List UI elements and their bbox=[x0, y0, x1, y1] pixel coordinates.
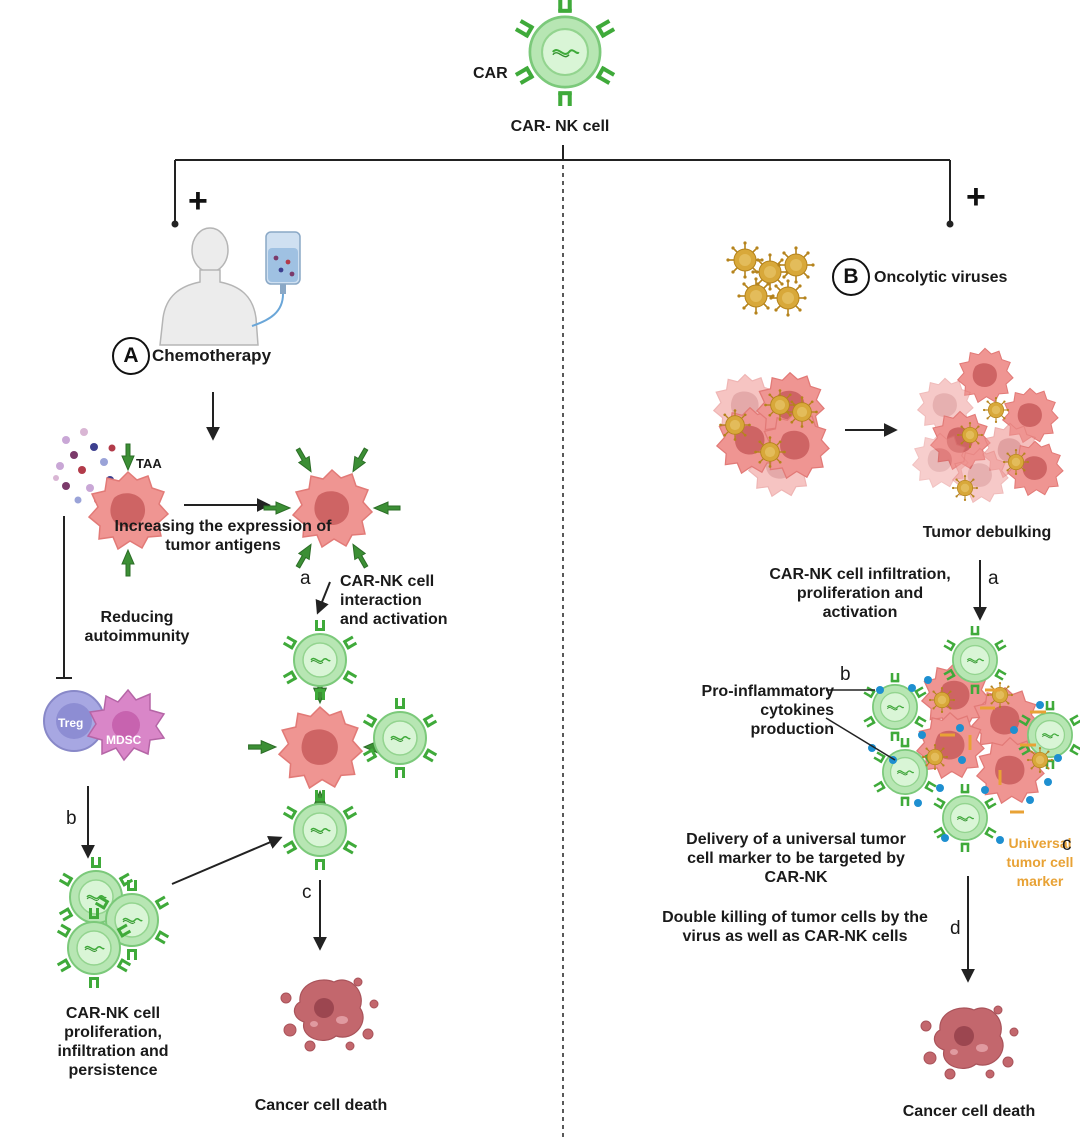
top-connector bbox=[174, 145, 951, 222]
label-a-circle: A bbox=[112, 337, 150, 375]
car-nk-tumor-interaction-icon bbox=[248, 619, 439, 871]
infiltration-label: CAR-NK cell infiltration, proliferation … bbox=[769, 566, 951, 621]
right-plus-sign: + bbox=[966, 178, 986, 216]
right-step-d: d bbox=[950, 918, 961, 939]
taa-label: TAA bbox=[136, 456, 162, 471]
left-cancer-death-label: Cancer cell death bbox=[254, 1097, 388, 1114]
right-step-b: b bbox=[840, 664, 851, 685]
tumor-car-nk-virus-cluster-icon bbox=[862, 625, 1080, 853]
left-branch-dot bbox=[171, 220, 179, 228]
right-branch-dot bbox=[946, 220, 954, 228]
right-cancer-death-label: Cancer cell death bbox=[902, 1103, 1036, 1120]
left-step-c: c bbox=[302, 882, 312, 903]
cytokines-label: Pro-inflammatory cytokines production bbox=[701, 683, 834, 738]
treg-label: Treg bbox=[58, 716, 84, 730]
chemotherapy-title: Chemotherapy bbox=[152, 346, 272, 365]
oncolytic-virus-icon bbox=[725, 240, 816, 318]
right-step-c: c bbox=[1062, 834, 1072, 855]
dead-cell-icon bbox=[280, 977, 379, 1052]
left-step-a: a bbox=[300, 568, 311, 589]
left-plus-sign: + bbox=[188, 182, 208, 220]
delivery-label: Delivery of a universal tumor cell marke… bbox=[686, 831, 906, 886]
double-killing-label: Double killing of tumor cells by the vir… bbox=[662, 909, 928, 945]
reducing-autoimmunity-label: Reducing autoimmunity bbox=[84, 609, 190, 645]
cytokines-pointer bbox=[825, 689, 896, 761]
interaction-activation-label: CAR-NK cell interaction and activation bbox=[340, 573, 448, 628]
car-nk-cluster-icon bbox=[55, 856, 171, 989]
left-step-b: b bbox=[66, 808, 77, 829]
car-nk-cell-icon bbox=[513, 0, 617, 108]
mdsc-icon bbox=[86, 688, 166, 762]
arrow-left-a bbox=[315, 581, 331, 615]
inhibition-line bbox=[56, 516, 72, 679]
arrow-cluster-to-tumor bbox=[171, 835, 283, 885]
dead-cell-right-icon bbox=[920, 1005, 1019, 1080]
taa-particles bbox=[53, 428, 124, 504]
label-b-circle: B bbox=[832, 258, 870, 296]
universal-marker-label: Universal tumor cell marker bbox=[1006, 835, 1074, 889]
increasing-expression-label: Increasing the expression of tumor antig… bbox=[114, 518, 332, 554]
oncolytic-viruses-title: Oncolytic viruses bbox=[874, 269, 1008, 286]
mdsc-label: MDSC bbox=[106, 733, 142, 747]
debulked-tumor-icon bbox=[912, 347, 1064, 503]
car-label: CAR bbox=[473, 65, 508, 82]
patient-icon bbox=[159, 227, 259, 346]
right-step-a: a bbox=[988, 568, 999, 589]
car-nk-cell-label: CAR- NK cell bbox=[510, 118, 610, 135]
tumor-debulking-label: Tumor debulking bbox=[922, 524, 1052, 541]
infected-tumor-cluster-icon bbox=[713, 372, 830, 497]
proliferation-label: CAR-NK cell proliferation, infiltration … bbox=[57, 1005, 169, 1079]
iv-bag-icon bbox=[251, 231, 301, 327]
